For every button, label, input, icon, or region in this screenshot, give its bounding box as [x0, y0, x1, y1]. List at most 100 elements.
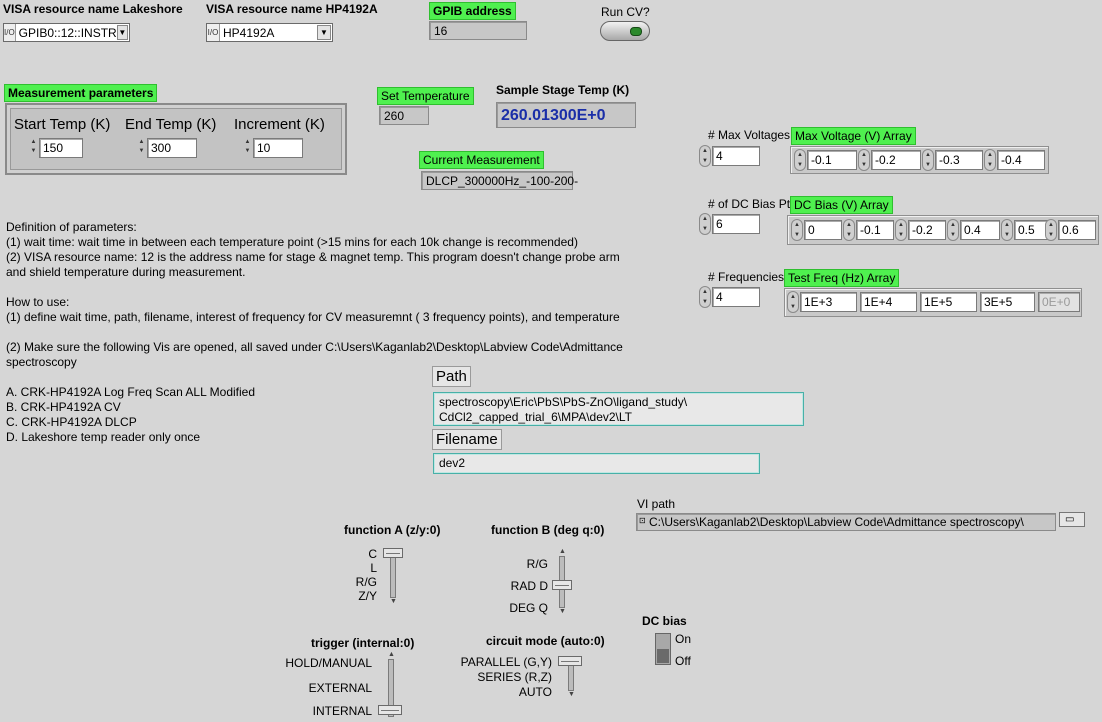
dc-bias-cell[interactable]: 0: [804, 220, 842, 240]
max-voltage-cell[interactable]: -0.2: [871, 150, 921, 170]
test-freq-cell[interactable]: 1E+4: [860, 292, 917, 312]
array-spinner[interactable]: ▲▼: [1045, 219, 1057, 241]
function-b-option[interactable]: DEG Q: [509, 601, 548, 615]
stage-temp-indicator: 260.01300E+0: [496, 102, 636, 128]
trigger-option[interactable]: HOLD/MANUAL: [285, 656, 372, 670]
circuit-mode-option[interactable]: SERIES (R,Z): [477, 670, 552, 684]
dc-bias-cell[interactable]: 0.4: [960, 220, 1000, 240]
function-b-slider-thumb[interactable]: [552, 580, 572, 590]
end-temp-input[interactable]: 300: [147, 138, 197, 158]
path-line: CdCl2_capped_trial_6\MPA\dev2\LT: [439, 410, 632, 424]
array-spinner[interactable]: ▲▼: [843, 219, 855, 241]
array-spinner[interactable]: ▲▼: [1001, 219, 1013, 241]
trigger-slider-thumb[interactable]: [378, 705, 402, 715]
description-line: A. CRK-HP4192A Log Freq Scan ALL Modifie…: [6, 385, 256, 399]
filename-input[interactable]: dev2: [433, 453, 760, 474]
blank-line: [6, 280, 623, 295]
browse-button[interactable]: ▭: [1059, 512, 1085, 527]
array-spinner[interactable]: ▲▼: [791, 219, 803, 241]
dc-bias-cell[interactable]: -0.1: [856, 220, 894, 240]
blank-line: [6, 325, 623, 340]
array-spinner[interactable]: ▲▼: [984, 149, 996, 171]
io-icon: I/O: [4, 24, 16, 41]
function-a-option[interactable]: C: [368, 547, 377, 561]
function-b-label: function B (deg q:0): [491, 523, 605, 537]
description-line: B. CRK-HP4192A CV: [6, 400, 121, 414]
dropdown-arrow-icon[interactable]: ▼: [116, 25, 128, 40]
test-freq-cell[interactable]: 3E+5: [980, 292, 1035, 312]
circuit-mode-slider-thumb[interactable]: [558, 656, 582, 666]
path-input[interactable]: spectroscopy\Eric\PbS\PbS-ZnO\ligand_stu…: [433, 392, 804, 426]
circuit-mode-option[interactable]: AUTO: [518, 685, 552, 699]
function-b-option[interactable]: R/G: [526, 557, 548, 571]
frequencies-count-input[interactable]: 4: [712, 287, 760, 307]
current-measurement-label: Current Measurement: [419, 151, 544, 169]
end-temp-spinner[interactable]: ▲▼: [138, 139, 145, 154]
dc-bias-cell[interactable]: 0.6: [1058, 220, 1096, 240]
trigger-label: trigger (internal:0): [311, 636, 415, 650]
max-voltages-count-input[interactable]: 4: [712, 146, 760, 166]
circuit-mode-option[interactable]: PARALLEL (G,Y): [460, 655, 552, 669]
start-temp-spinner[interactable]: ▲▼: [30, 139, 37, 154]
function-b-option[interactable]: RAD D: [510, 579, 548, 593]
test-freq-cell[interactable]: 1E+5: [920, 292, 977, 312]
dc-bias-cell[interactable]: -0.2: [908, 220, 946, 240]
test-freq-cell-disabled: 0E+0: [1038, 292, 1080, 312]
max-voltages-spinner[interactable]: ▲▼: [699, 145, 711, 167]
visa-hp-combo[interactable]: I/O HP4192A ▼: [206, 23, 333, 42]
frequencies-spinner[interactable]: ▲▼: [699, 286, 711, 308]
array-spinner[interactable]: ▲▼: [794, 149, 806, 171]
function-a-label: function A (z/y:0): [344, 523, 441, 537]
slider-arrow-icon: ▲: [388, 651, 395, 658]
array-spinner[interactable]: ▲▼: [858, 149, 870, 171]
gpib-address-label: GPIB address: [429, 2, 516, 20]
visa-lakeshore-value: GPIB0::12::INSTR: [18, 25, 117, 40]
max-voltage-cell[interactable]: -0.3: [935, 150, 983, 170]
array-spinner[interactable]: ▲▼: [895, 219, 907, 241]
slider-arrow-icon: ▼: [390, 598, 397, 605]
dc-bias-count-input[interactable]: 6: [712, 214, 760, 234]
increment-input[interactable]: 10: [253, 138, 303, 158]
visa-hp-value: HP4192A: [223, 25, 275, 40]
description-text: Definition of parameters: (1) wait time:…: [6, 220, 623, 445]
description-line: (2) Make sure the following Vis are open…: [6, 340, 623, 354]
trigger-option[interactable]: INTERNAL: [312, 704, 372, 718]
frequencies-count-label: # Frequencies: [708, 270, 785, 284]
description-line: Definition of parameters:: [6, 220, 137, 234]
dc-bias-count-label: # of DC Bias Pts: [708, 197, 797, 211]
trigger-option[interactable]: EXTERNAL: [308, 681, 372, 695]
function-a-slider-thumb[interactable]: [383, 548, 403, 558]
trigger-slider-track[interactable]: [388, 659, 394, 717]
run-cv-button[interactable]: [600, 21, 650, 41]
dropdown-arrow-icon[interactable]: ▼: [317, 25, 331, 40]
increment-spinner[interactable]: ▲▼: [244, 139, 251, 154]
max-voltage-cell[interactable]: -0.4: [997, 150, 1045, 170]
array-spinner[interactable]: ▲▼: [947, 219, 959, 241]
function-a-option[interactable]: R/G: [355, 575, 377, 589]
visa-lakeshore-label: VISA resource name Lakeshore: [3, 2, 183, 16]
array-spinner[interactable]: ▲▼: [787, 291, 799, 313]
max-voltage-cell[interactable]: -0.1: [807, 150, 857, 170]
array-spinner[interactable]: ▲▼: [922, 149, 934, 171]
folder-icon: ▭: [1065, 514, 1075, 525]
dc-bias-spinner[interactable]: ▲▼: [699, 213, 711, 235]
dc-bias-toggle[interactable]: [655, 633, 671, 665]
measurement-params-label: Measurement parameters: [4, 84, 158, 102]
filename-label: Filename: [432, 429, 502, 450]
dc-bias-switch-label: DC bias: [642, 614, 687, 628]
function-a-option[interactable]: Z/Y: [358, 589, 377, 603]
test-freq-array-label: Test Freq (Hz) Array: [784, 269, 900, 287]
stage-temp-label: Sample Stage Temp (K): [496, 83, 630, 97]
visa-lakeshore-combo[interactable]: I/O GPIB0::12::INSTR ▼: [3, 23, 130, 42]
description-line: D. Lakeshore temp reader only once: [6, 430, 201, 444]
description-line: (1) wait time: wait time in between each…: [6, 235, 578, 249]
description-line: spectroscopy: [6, 355, 77, 369]
current-measurement-indicator: DLCP_300000Hz_-100-200-: [421, 171, 578, 190]
test-freq-cell[interactable]: 1E+3: [800, 292, 857, 312]
toggle-thumb: [657, 649, 669, 663]
slider-arrow-icon: ▲: [559, 548, 566, 555]
start-temp-label: Start Temp (K): [14, 116, 111, 133]
dc-bias-cell[interactable]: 0.5: [1014, 220, 1054, 240]
function-a-option[interactable]: L: [370, 561, 377, 575]
start-temp-input[interactable]: 150: [39, 138, 83, 158]
